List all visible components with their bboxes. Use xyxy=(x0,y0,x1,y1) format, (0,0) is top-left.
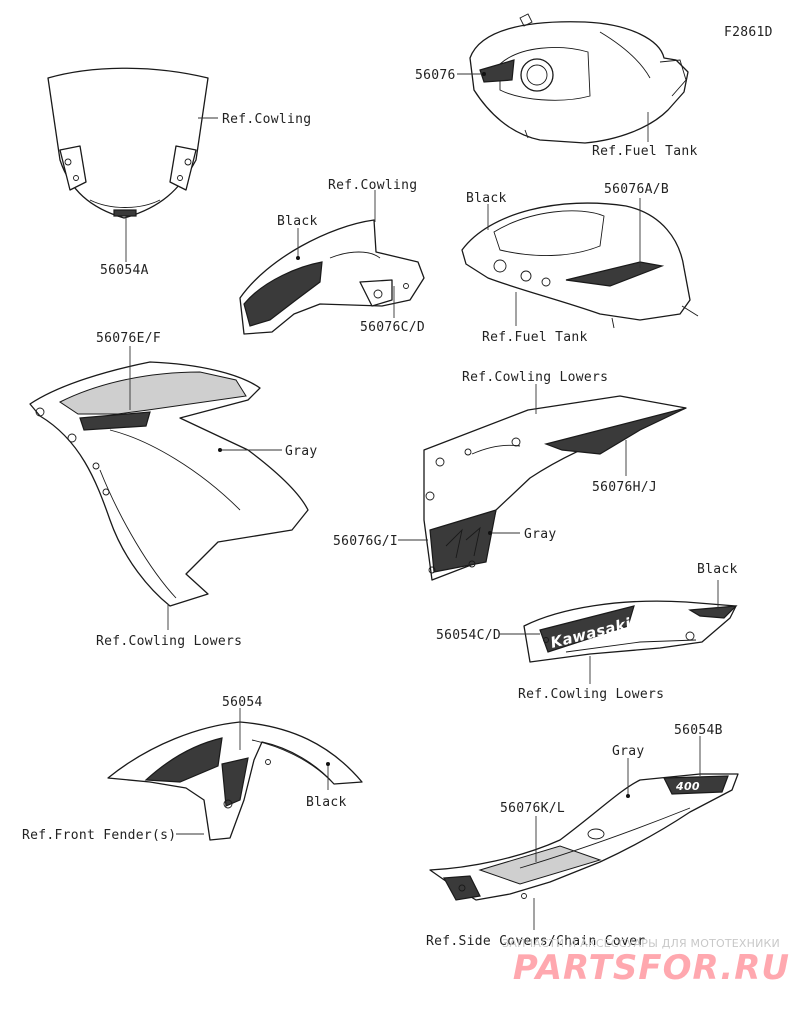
label-side-decal-k: 56076K/L xyxy=(500,801,565,816)
leader-dot xyxy=(326,762,330,766)
windscreen[interactable] xyxy=(47,67,209,219)
leader-dot xyxy=(482,72,486,76)
label-fender-black: Black xyxy=(306,795,347,810)
side-cover[interactable]: 400 xyxy=(429,773,739,901)
front-fender[interactable] xyxy=(107,721,363,841)
leader-dot xyxy=(626,794,630,798)
label-upper-black: Black xyxy=(277,214,318,229)
label-upper-ref: Ref.Cowling xyxy=(328,178,417,193)
label-fender-decal: 56054 xyxy=(222,695,263,710)
label-tank-side-black: Black xyxy=(466,191,507,206)
label-side-decal-b: 56054B xyxy=(674,723,723,738)
label-lower-black: Black xyxy=(697,562,738,577)
fuel-tank-top[interactable] xyxy=(469,13,689,144)
left-fairing-panel[interactable] xyxy=(29,361,309,607)
label-side-ref: Ref.Side Covers/Chain Cover xyxy=(426,934,645,949)
label-tank-side-decal: 56076A/B xyxy=(604,182,669,197)
upper-cowl-piece[interactable] xyxy=(239,219,425,335)
label-screen-ref: Ref.Cowling xyxy=(222,112,311,127)
label-lower-decal: 56054C/D xyxy=(436,628,501,643)
side-cover-logo: 400 xyxy=(675,780,700,793)
label-tank-ref: Ref.Fuel Tank xyxy=(592,144,698,159)
label-fender-ref: Ref.Front Fender(s) xyxy=(22,828,176,843)
label-right-cowl-ref: Ref.Cowling Lowers xyxy=(462,370,608,385)
label-tank-side-ref: Ref.Fuel Tank xyxy=(482,330,588,345)
label-right-cowl-decal-h: 56076H/J xyxy=(592,480,657,495)
leader-dot xyxy=(218,448,222,452)
lower-cowling-kawasaki[interactable]: Kawasaki xyxy=(523,600,738,663)
label-right-cowl-decal-g: 56076G/I xyxy=(333,534,398,549)
label-tank-decal: 56076 xyxy=(415,68,456,83)
fuel-tank-side[interactable] xyxy=(461,202,699,329)
label-left-cowl-ref: Ref.Cowling Lowers xyxy=(96,634,242,649)
figure-code: F2861D xyxy=(724,25,773,40)
label-right-cowl-gray: Gray xyxy=(524,527,557,542)
watermark-tagline: ЗАПЧАСТИ И АКСЕССУАРЫ ДЛЯ МОТОТЕХНИКИ xyxy=(502,937,780,950)
label-left-cowl-gray: Gray xyxy=(285,444,318,459)
label-left-cowl-decal: 56076E/F xyxy=(96,331,161,346)
leader-dot xyxy=(488,531,492,535)
label-lower-ref: Ref.Cowling Lowers xyxy=(518,687,664,702)
label-upper-decal: 56076C/D xyxy=(360,320,425,335)
watermark-logo: PARTSFOR.RU xyxy=(512,948,790,988)
label-screen-decal: 56054A xyxy=(100,263,149,278)
label-side-gray: Gray xyxy=(612,744,645,759)
leader-dot xyxy=(296,256,300,260)
